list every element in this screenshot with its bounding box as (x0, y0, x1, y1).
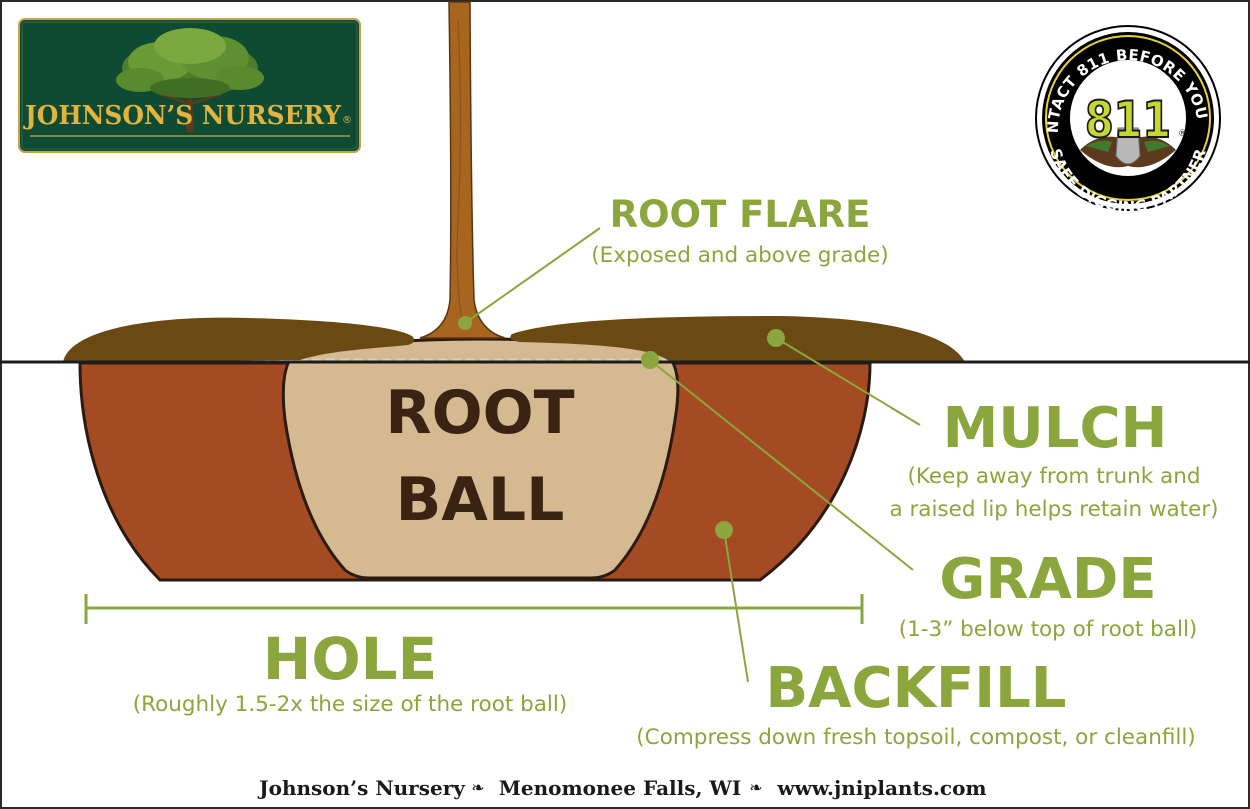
mulch-right (510, 316, 965, 362)
leader-dots (458, 316, 785, 539)
logo-brand-text: JOHNSON’S NURSERY (23, 101, 341, 131)
dot-grade (641, 351, 659, 369)
badge-registered-mark: ® (1178, 129, 1187, 139)
hole-title: HOLE (263, 625, 437, 693)
backfill-title: BACKFILL (766, 656, 1067, 721)
footer-website: www.jniplants.com (776, 776, 986, 800)
mulch-note-line2: a raised lip helps retain water) (889, 497, 1218, 522)
root-ball-label-line1: ROOT (385, 378, 574, 448)
mulch-left (63, 317, 415, 362)
tree-trunk (419, 1, 506, 339)
johnsons-nursery-logo: JOHNSON’S NURSERY ® (18, 18, 361, 153)
backfill-note: (Compress down fresh topsoil, compost, o… (636, 725, 1195, 750)
leader-lines (464, 227, 921, 683)
root-ball-label-line2: BALL (396, 465, 565, 535)
badge-811-number: 811 (1085, 91, 1171, 149)
shovel-icon (1080, 110, 1176, 168)
mulch-note-line1: (Keep away from trunk and (908, 464, 1201, 489)
dot-mulch (767, 329, 785, 347)
root-flare-note: (Exposed and above grade) (591, 243, 888, 268)
root-flare-title: ROOT FLARE (610, 193, 871, 236)
grade-title: GRADE (939, 547, 1156, 612)
logo-registered-mark: ® (342, 115, 352, 126)
footer-leaf-icon-1: ❧ (471, 778, 484, 797)
footer-leaf-icon-2: ❧ (749, 778, 762, 797)
leader-grade (649, 359, 914, 571)
grade-note: (1-3” below top of root ball) (899, 617, 1198, 642)
hole-note: (Roughly 1.5-2x the size of the root bal… (133, 692, 568, 717)
root-ball (281, 337, 680, 580)
leader-backfill (723, 529, 749, 683)
hole-measure-bar (84, 594, 864, 624)
dot-backfill (715, 521, 733, 539)
footer: Johnson’s Nursery ❧ Menomonee Falls, WI … (257, 776, 986, 800)
oak-tree-icon (116, 28, 264, 132)
leader-mulch (775, 337, 921, 426)
footer-name: Johnson’s Nursery (257, 776, 466, 800)
footer-location: Menomonee Falls, WI (499, 776, 741, 800)
mulch-title: MULCH (943, 396, 1168, 461)
dot-root-flare (458, 316, 472, 330)
trunk-grain (456, 19, 463, 321)
leader-root-flare (464, 227, 601, 324)
